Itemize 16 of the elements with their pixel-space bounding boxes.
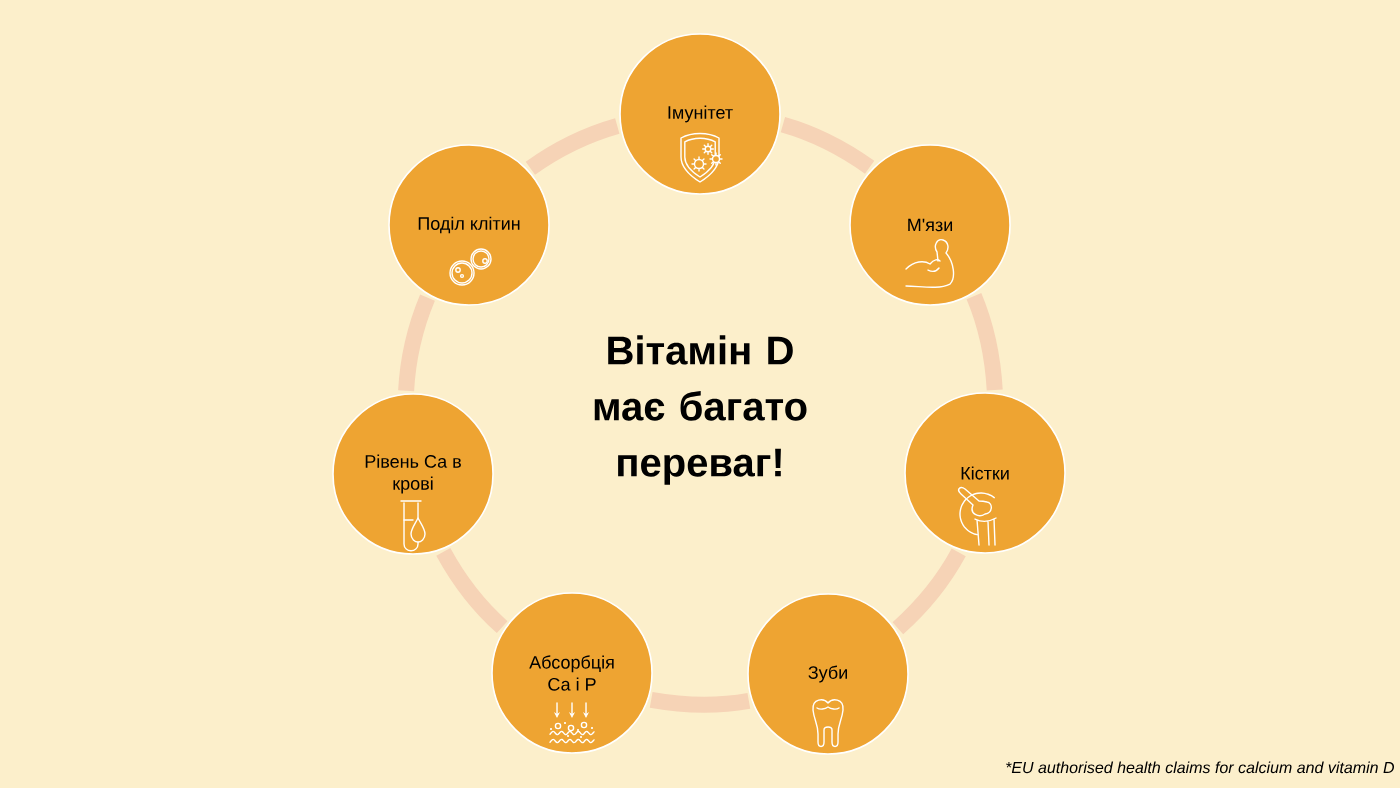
circle-node: Кістки <box>904 392 1066 554</box>
ring-arc <box>780 116 875 174</box>
heading: Вітамін D має багато переваг! <box>594 335 807 485</box>
circle-node: Рівень Са в крові <box>332 393 494 555</box>
ring-arc <box>649 691 751 713</box>
ring-arc <box>398 294 435 392</box>
circle-node: Абсорбція Са і Р <box>491 592 653 754</box>
circle-node: Зуби <box>747 593 909 755</box>
ring-arc <box>892 548 966 635</box>
ring-arc <box>966 293 1003 391</box>
ring-arc <box>436 548 508 634</box>
footnote: *EU authorised health claims for calcium and vitamin D <box>1006 761 1395 774</box>
circle-node: М'язи <box>849 144 1011 306</box>
circle-node: Імунітет <box>619 33 781 195</box>
circle-node: Поділ клітин <box>388 144 550 306</box>
ring-arc <box>525 118 620 175</box>
